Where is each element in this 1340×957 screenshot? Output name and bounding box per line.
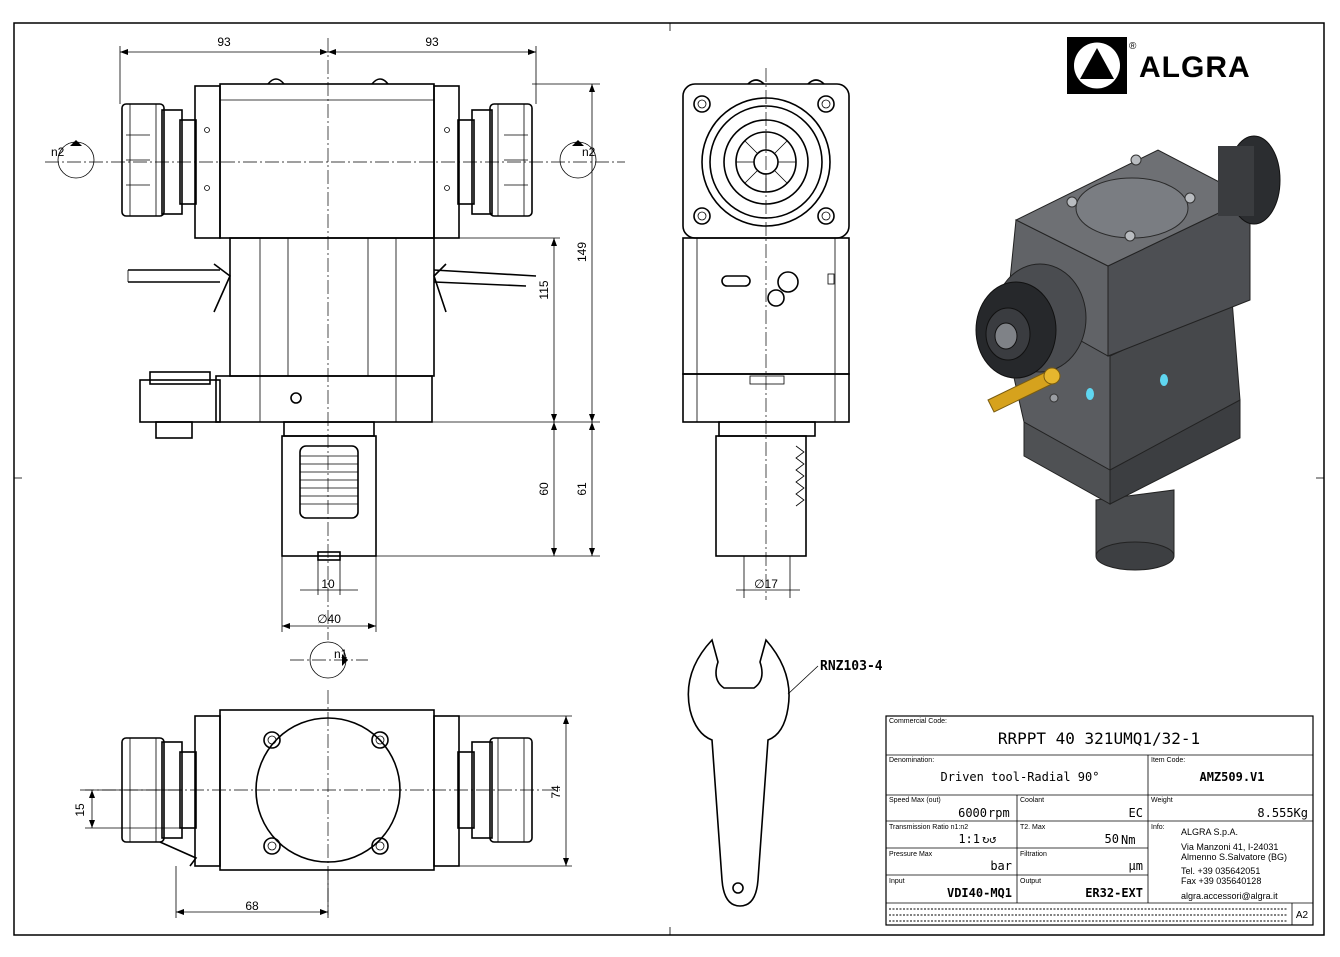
rotation-arrow-icon: n1 bbox=[290, 641, 368, 679]
fax: Fax +39 035640128 bbox=[1181, 876, 1261, 886]
rotation-arrow-icon: n2 bbox=[51, 140, 95, 179]
ratio-value: 1:1 bbox=[958, 832, 980, 846]
phone: Tel. +39 035642051 bbox=[1181, 866, 1260, 876]
torque-unit: Nm bbox=[1121, 833, 1135, 847]
dim-74: 74 bbox=[549, 785, 563, 799]
rotation-left-label: n2 bbox=[51, 145, 65, 159]
dim-149: 149 bbox=[575, 242, 589, 262]
isometric-render bbox=[975, 135, 1281, 571]
denomination-label: Denomination: bbox=[889, 757, 934, 764]
speed-value: 6000 bbox=[958, 806, 987, 820]
speed-label: Speed Max (out) bbox=[889, 797, 941, 804]
pressure-unit: bar bbox=[990, 859, 1012, 873]
item-code-label: Item Code: bbox=[1151, 757, 1185, 764]
weight-value: 8.555Kg bbox=[1257, 806, 1308, 820]
info-label: Info: bbox=[1151, 824, 1165, 831]
rotation-bottom-label: n1 bbox=[334, 647, 348, 661]
email: algra.accessori@algra.it bbox=[1181, 891, 1278, 901]
rotation-arrow-icon: n2 bbox=[559, 140, 597, 179]
denomination: Driven tool-Radial 90° bbox=[941, 770, 1100, 784]
dim-top-left: 93 bbox=[217, 35, 231, 49]
plan-view: 15 74 68 bbox=[73, 690, 572, 918]
dim-115: 115 bbox=[537, 280, 551, 299]
weight-label: Weight bbox=[1151, 797, 1173, 804]
side-view: ∅17 bbox=[682, 68, 850, 600]
output-value: ER32-EXT bbox=[1085, 886, 1143, 900]
address-line-2: Almenno S.Salvatore (BG) bbox=[1181, 852, 1287, 862]
ratio-symbol: ↻↺ bbox=[982, 832, 996, 846]
item-code: AMZ509.V1 bbox=[1199, 770, 1264, 784]
rotation-right-label: n2 bbox=[582, 145, 596, 159]
filtration-unit: µm bbox=[1129, 859, 1143, 873]
ratio-label: Transmission Ratio n1:n2 bbox=[889, 824, 968, 831]
dim-10: 10 bbox=[321, 577, 335, 591]
registered-mark: ® bbox=[1129, 41, 1137, 52]
input-label: Input bbox=[889, 878, 905, 885]
wrench-drawing: RNZ103-4 bbox=[687, 638, 883, 907]
wrench-label: RNZ103-4 bbox=[820, 659, 883, 674]
commercial-code: RRPPT 40 321UMQ1/32-1 bbox=[998, 729, 1200, 748]
coolant-label: Coolant bbox=[1020, 797, 1044, 804]
speed-unit: rpm bbox=[988, 806, 1010, 820]
dim-shank-diameter: ∅40 bbox=[317, 612, 341, 626]
dim-top-right: 93 bbox=[425, 35, 439, 49]
title-block: Commercial Code: RRPPT 40 321UMQ1/32-1 D… bbox=[885, 715, 1314, 926]
coolant-value: EC bbox=[1129, 806, 1143, 820]
output-label: Output bbox=[1020, 878, 1041, 885]
commercial-code-label: Commercial Code: bbox=[889, 718, 947, 725]
torque-value: 50 bbox=[1105, 832, 1119, 846]
brand-name: ALGRA bbox=[1139, 51, 1251, 84]
dim-60: 60 bbox=[537, 482, 551, 496]
dim-61: 61 bbox=[575, 482, 589, 496]
pressure-label: Pressure Max bbox=[889, 851, 933, 858]
filtration-label: Filtration bbox=[1020, 851, 1047, 858]
algra-logo: ALGRA ® bbox=[1067, 37, 1251, 94]
dim-side-diameter: ∅17 bbox=[754, 577, 778, 591]
sheet-border bbox=[13, 22, 1325, 936]
dim-15: 15 bbox=[73, 803, 87, 817]
dim-68: 68 bbox=[245, 899, 259, 913]
company-name: ALGRA S.p.A. bbox=[1181, 827, 1238, 837]
sheet-size: A2 bbox=[1296, 910, 1309, 921]
input-value: VDI40-MQ1 bbox=[947, 886, 1012, 900]
address-line-1: Via Manzoni 41, I-24031 bbox=[1181, 842, 1278, 852]
torque-label: T2. Max bbox=[1020, 824, 1046, 831]
front-view: 93 93 n2 n2 149 115 60 61 bbox=[45, 35, 625, 679]
